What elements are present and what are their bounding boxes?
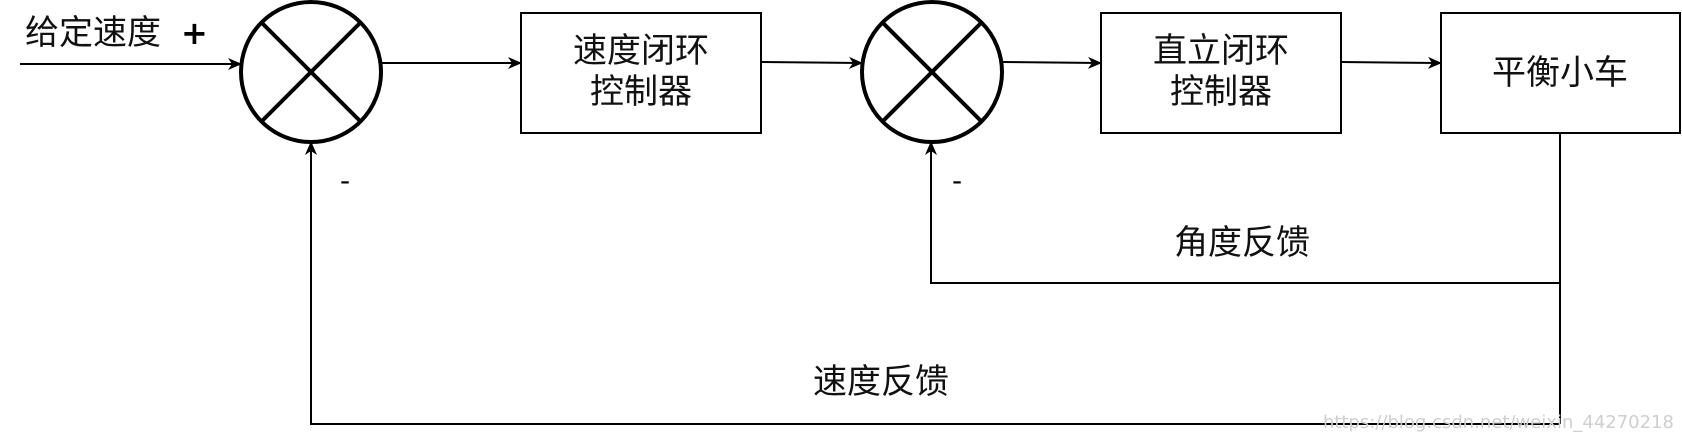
arrow-speed-controller-to-summer2 — [760, 56, 863, 69]
arrow-summer2-to-upright-controller — [1001, 56, 1102, 69]
speed-controller-block — [520, 12, 762, 134]
angle-feedback-label: 角度反馈 — [1174, 223, 1310, 263]
speed-feedback-label: 速度反馈 — [813, 362, 949, 402]
upright-controller-block — [1100, 12, 1342, 134]
speed-controller-label-line2: 控制器 — [590, 72, 692, 112]
angle-feedback-path — [925, 141, 1560, 284]
balance-car-block — [1440, 12, 1681, 134]
upright-controller-label-line1: 直立闭环 — [1153, 31, 1289, 71]
speed-controller-label-line1: 速度闭环 — [573, 31, 709, 71]
upright-controller-label-line2: 控制器 — [1170, 72, 1272, 112]
arrow-upright-controller-to-plant — [1340, 56, 1442, 69]
input-label: 给定速度 — [25, 13, 161, 53]
summer-1-minus-sign: - — [340, 164, 350, 197]
summing-junction-1 — [239, 0, 383, 144]
summer-2-minus-sign: - — [952, 164, 962, 197]
speed-feedback-path — [305, 141, 1560, 425]
watermark-text: https://blog.csdn.net/weixin_44270218 — [1323, 412, 1674, 433]
plus-sign: + — [181, 14, 208, 52]
balance-car-label: 平衡小车 — [1492, 53, 1628, 93]
summing-junction-2 — [860, 0, 1004, 144]
